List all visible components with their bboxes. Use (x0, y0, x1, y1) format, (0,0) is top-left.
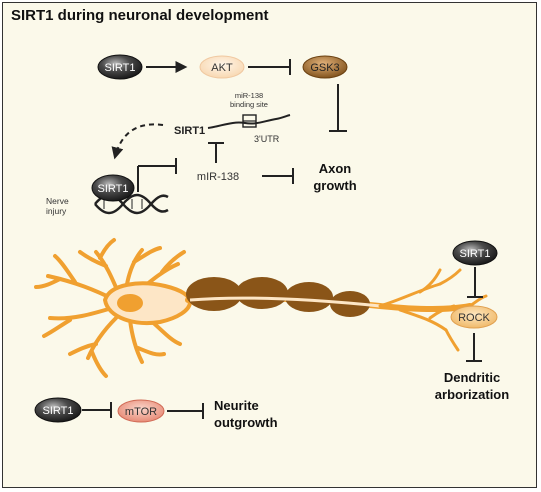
nerve-injury-label-1: Nerve (46, 196, 69, 206)
sirt1-label: SIRT1 (105, 62, 136, 74)
mrna-strand (207, 114, 291, 129)
sirt1-node-dna: SIRT1 (91, 174, 135, 202)
sirt1-node-top: SIRT1 (97, 54, 143, 80)
sirt1-mrna-label: SIRT1 (174, 125, 205, 137)
dendritic-label-1: Dendritic (444, 370, 500, 385)
neuron-illustration (34, 238, 488, 378)
translation-dashed-arrow (111, 123, 164, 160)
axon-growth-label-2: growth (313, 178, 356, 193)
diagram-title: SIRT1 during neuronal development (11, 7, 269, 24)
inhibition-sirt1-mtor (82, 402, 112, 418)
rock-node: ROCK (450, 305, 498, 329)
rock-label: ROCK (458, 312, 490, 324)
mtor-node: mTOR (117, 399, 165, 423)
axon-core (189, 296, 381, 308)
dendrites (34, 238, 186, 378)
akt-label: AKT (211, 62, 233, 74)
sirt1-bottom-label: SIRT1 (43, 405, 74, 417)
inhibition-rock-dendritic (466, 333, 482, 362)
axon-growth-label-1: Axon (319, 161, 352, 176)
inhibition-mir138-axon (262, 168, 294, 184)
neurite-label-2: outgrowth (214, 415, 278, 430)
inhibition-mir138-mrna (208, 142, 224, 163)
dendritic-label-2: arborization (435, 387, 509, 402)
inhibition-mtor-neurite (167, 403, 204, 419)
inhibition-gsk3-axon (329, 84, 347, 132)
neurite-label-1: Neurite (214, 398, 259, 413)
gsk3-label: GSK3 (310, 62, 339, 74)
myelin-sheaths (186, 277, 370, 317)
utr-label: 3'UTR (254, 134, 280, 144)
mir138-label: mIR-138 (197, 171, 239, 183)
akt-node: AKT (199, 55, 245, 79)
inhibition-sirt1-rock (467, 267, 483, 298)
diagram-frame: SIRT1 during neuronal development (2, 2, 537, 488)
axon-terminals (378, 268, 488, 352)
sirt1-node-bottom: SIRT1 (34, 397, 82, 423)
sirt1-mrna: SIRT1 miR-138 binding site 3'UTR (174, 91, 291, 144)
sirt1-right-label: SIRT1 (460, 248, 491, 260)
gsk3-node: GSK3 (302, 55, 348, 79)
binding-site-label-1: miR-138 (235, 91, 263, 100)
inhibition-sirt1-mir138 (137, 158, 177, 192)
mtor-label: mTOR (125, 406, 157, 418)
inhibition-akt-gsk3 (248, 59, 291, 75)
nerve-injury-label-2: injury (46, 206, 67, 216)
sirt1-node-right: SIRT1 (452, 240, 498, 266)
binding-site-label-2: binding site (230, 100, 268, 109)
sirt1-dna-label: SIRT1 (98, 183, 129, 195)
nucleus (117, 294, 143, 312)
